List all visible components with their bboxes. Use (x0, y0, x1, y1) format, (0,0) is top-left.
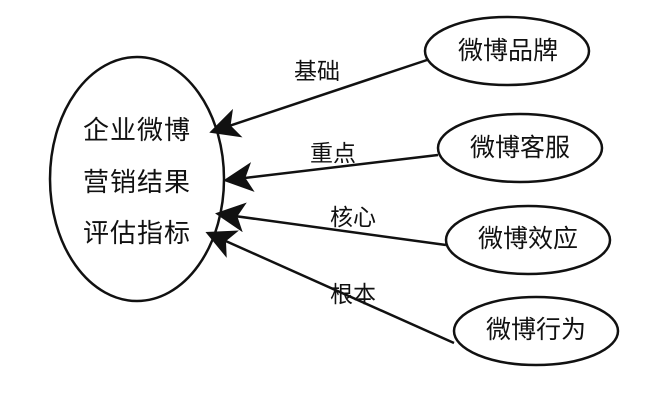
leaf-node-ellipse-brand (423, 15, 591, 87)
edge-label-foundation: 基础 (294, 59, 340, 85)
arrow-effect-to-center (215, 202, 447, 247)
leaf-node-label-brand: 微博品牌 (457, 36, 558, 65)
arrow-behavior-to-center (205, 230, 455, 345)
arrow-brand-to-center (209, 58, 428, 138)
leaf-node-label-effect: 微博效应 (477, 224, 578, 253)
center-node-line-2: 营销结果 (82, 168, 191, 198)
leaf-node-ellipse-service (436, 112, 604, 184)
leaf-node-ellipse-effect (444, 204, 612, 276)
leaf-node-label-service: 微博客服 (469, 133, 570, 162)
leaf-node-ellipse-behavior (452, 295, 620, 367)
center-node-line-3: 评估指标 (82, 219, 191, 249)
leaf-node-label-behavior: 微博行为 (485, 315, 586, 344)
center-node-line-1: 企业微博 (82, 116, 191, 146)
edge-label-root: 根本 (330, 282, 376, 308)
edge-label-core: 核心 (330, 205, 376, 231)
arrow-service-to-center (223, 153, 439, 192)
edge-label-focus: 重点 (310, 141, 356, 167)
